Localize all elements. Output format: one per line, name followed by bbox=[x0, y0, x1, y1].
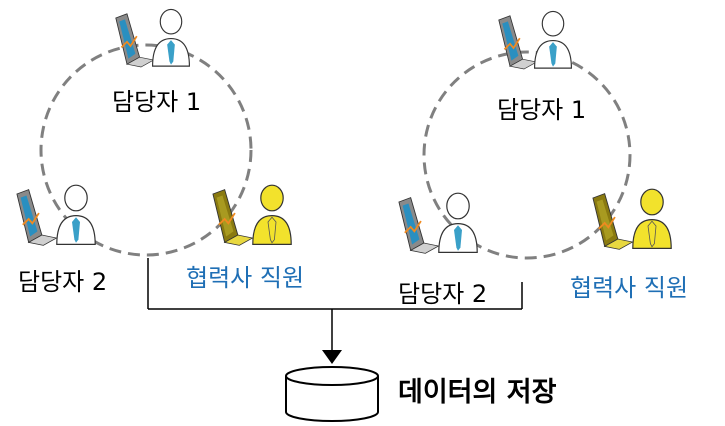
group-1-member-b-label: 담당자 2 bbox=[18, 268, 108, 296]
group-2-partner-icon bbox=[591, 188, 672, 251]
group-2-circle bbox=[422, 50, 632, 260]
connector-lines bbox=[147, 258, 523, 352]
group-1-partner-icon bbox=[211, 184, 292, 247]
group-2-member-a-label: 담당자 1 bbox=[497, 96, 587, 124]
group-2-member-b-icon bbox=[397, 192, 478, 255]
group-1-member-a-label: 담당자 1 bbox=[112, 88, 202, 116]
group-2-member-a-icon bbox=[497, 10, 572, 70]
group-2-member-b-label: 담당자 2 bbox=[398, 280, 488, 308]
group-1-circle bbox=[39, 43, 253, 257]
database-cylinder-icon bbox=[285, 366, 379, 422]
group-1-member-b-icon bbox=[15, 184, 96, 247]
group-2-partner-label: 협력사 직원 bbox=[570, 274, 689, 302]
group-1-partner-label: 협력사 직원 bbox=[186, 264, 305, 292]
group-1-member-a-icon bbox=[114, 8, 190, 68]
arrow-head bbox=[322, 350, 342, 364]
storage-label: 데이터의 저장 bbox=[398, 377, 557, 408]
